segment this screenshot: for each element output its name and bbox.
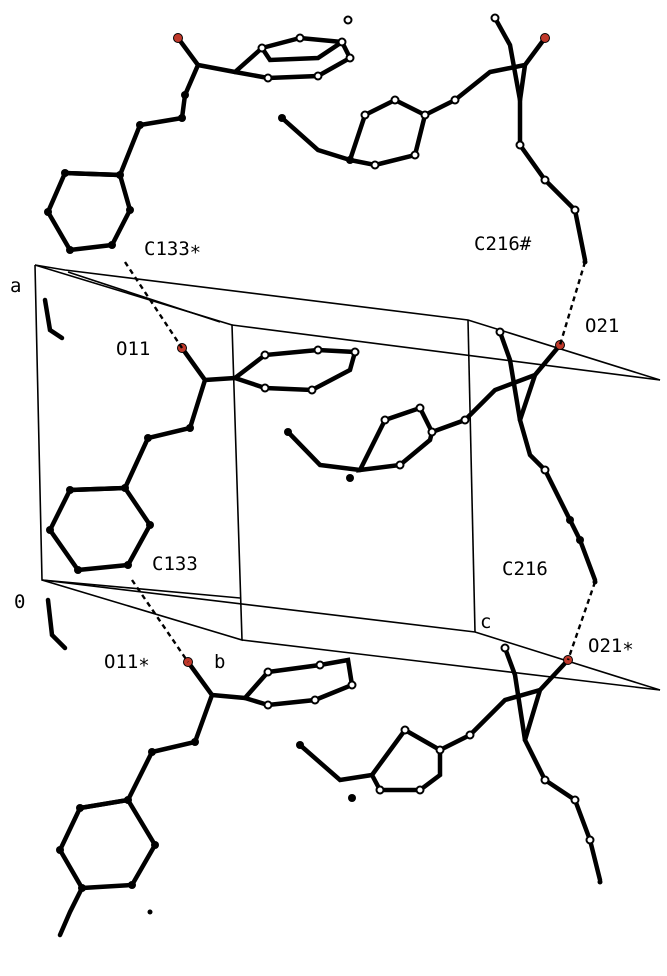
label-o21: O21 [585,315,619,337]
molecule-bottom-right [296,643,603,885]
axis-label-a: a [10,275,21,297]
hydrogen-bonds [123,261,597,663]
molecule-top-right [278,13,588,265]
molecule-bottom-left [45,597,357,938]
axis-label-b: b [214,651,225,673]
label-o21-star: O21∗ [588,635,634,657]
unit-cell [34,264,661,691]
molecule-top-left [44,15,355,254]
label-c216-hash: C216# [474,233,532,255]
molecule-middle-left [42,297,360,574]
label-c216: C216 [502,558,548,580]
molecule-middle-right [284,327,598,585]
label-o11: O11 [116,338,150,360]
label-c133: C133 [152,553,198,575]
label-c133-star: C133∗ [144,238,201,260]
label-o11-star: O11∗ [104,651,150,673]
axis-label-c: c [480,611,491,633]
origin-label: 0 [14,591,25,613]
